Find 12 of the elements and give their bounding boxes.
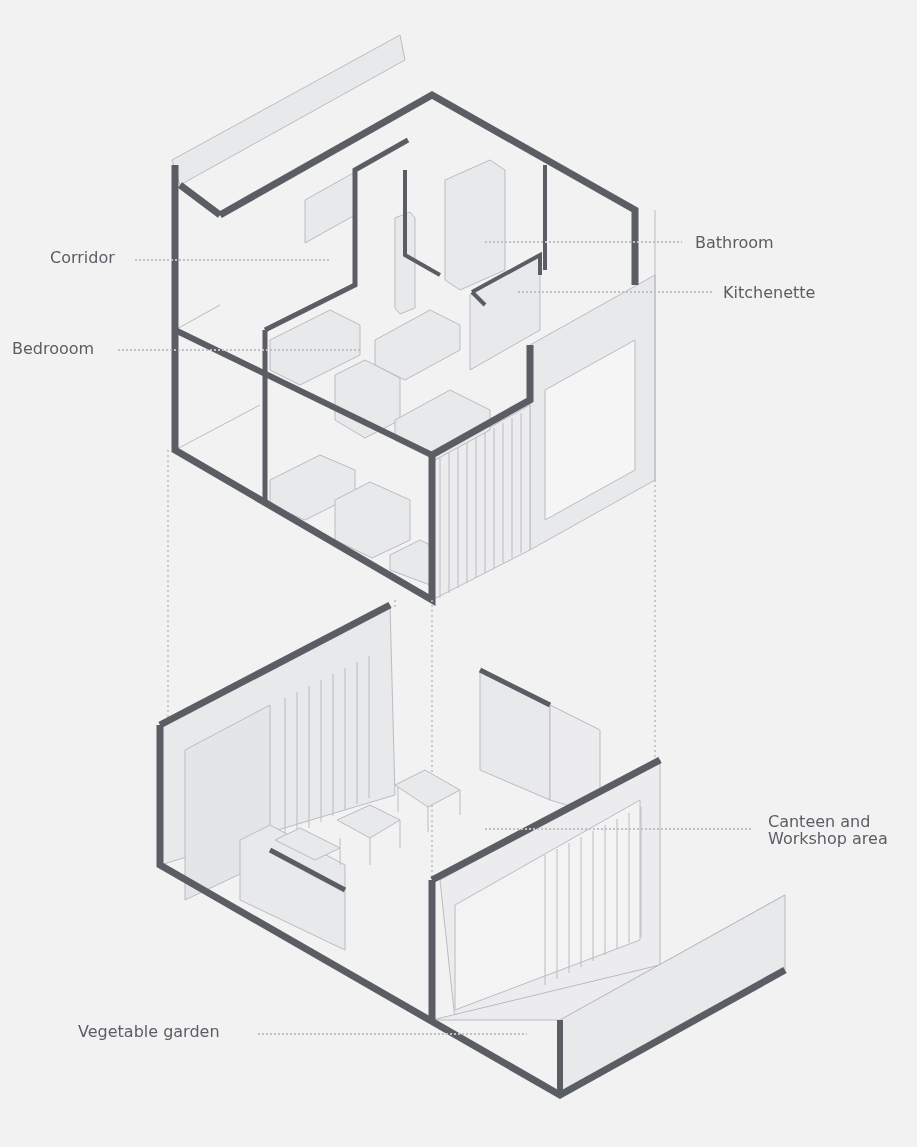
room-label: Kitchenette (723, 284, 816, 302)
leader-line (484, 241, 683, 243)
room-label: Bathroom (695, 234, 774, 252)
room-label: Bedrooom (12, 340, 95, 358)
room-label: Vegetable garden (78, 1023, 220, 1041)
leader-line (134, 259, 331, 261)
leader-line (117, 349, 361, 351)
leader-line (484, 828, 753, 830)
room-label: Canteen and Workshop area (768, 813, 898, 847)
leader-line (517, 291, 713, 293)
room-label: Corridor (50, 249, 115, 267)
leader-line (257, 1033, 528, 1035)
